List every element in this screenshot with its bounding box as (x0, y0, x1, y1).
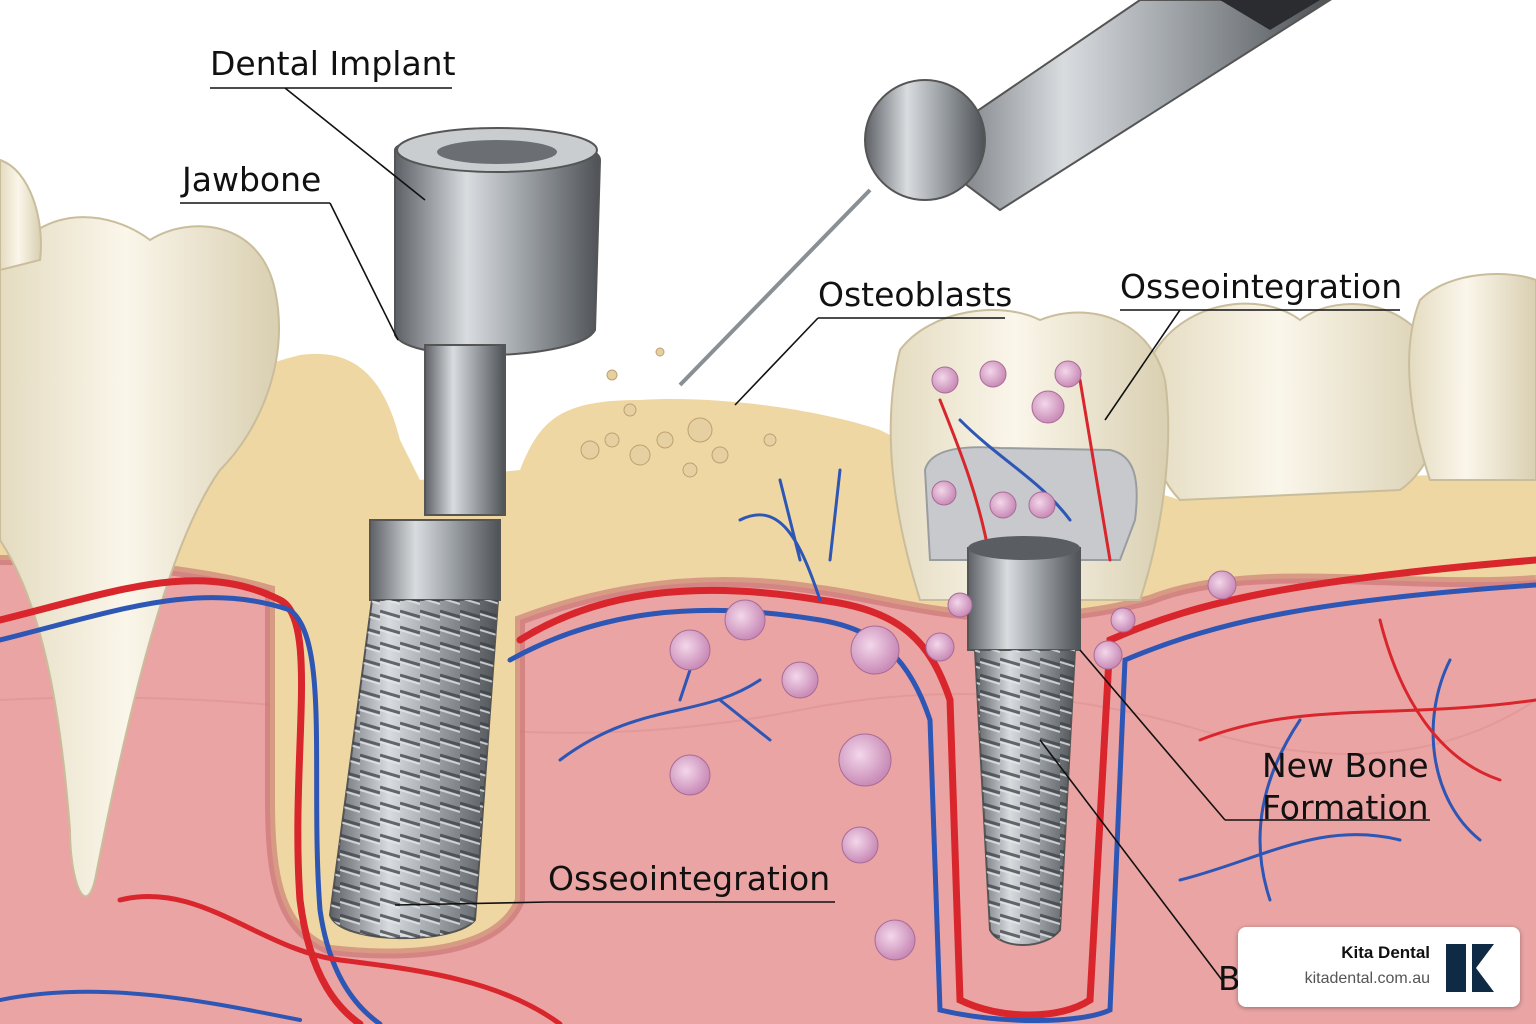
blood-vessels (0, 378, 1536, 1024)
label-new-bone-line2: Formation (1262, 788, 1429, 827)
bone-fragments (580, 347, 777, 478)
dental-drill-tool (678, 0, 1332, 387)
bone-cell (1031, 390, 1065, 424)
leader-lines (180, 87, 1430, 981)
natural-tooth-right-1 (1145, 302, 1444, 502)
bone-cortex (0, 555, 1536, 959)
bone-cell (989, 491, 1017, 519)
dental-implant-1 (328, 127, 602, 940)
bone-cell (1028, 491, 1056, 519)
label-osseointegration-top: Osseointegration (1120, 267, 1402, 306)
label-partial-b: B (1218, 959, 1241, 998)
brand-url[interactable]: kitadental.com.au (1304, 970, 1430, 987)
bone-cell (841, 826, 879, 864)
kita-k-monogram-icon (1446, 944, 1494, 992)
bone-cell (669, 629, 711, 671)
bone-cell (1054, 360, 1082, 388)
natural-tooth-left (0, 216, 280, 898)
bone-cell (838, 733, 892, 787)
osteoblast-cells (669, 360, 1237, 961)
label-jawbone: Jawbone (180, 160, 321, 199)
brand-badge[interactable]: Kita Dental kitadental.com.au (1238, 927, 1520, 1007)
natural-tooth-right-2 (1408, 273, 1536, 481)
natural-tooth-edge (0, 158, 42, 272)
bone-cell (1207, 570, 1237, 600)
label-new-bone-line1: New Bone (1262, 746, 1429, 785)
bone-cell (874, 919, 916, 961)
dental-implant-2 (967, 536, 1081, 946)
bone-cell (669, 754, 711, 796)
brand-name: Kita Dental (1341, 943, 1430, 962)
label-osseointegration-bottom: Osseointegration (548, 859, 830, 898)
bone-cell (781, 661, 819, 699)
bone-cell (979, 360, 1007, 388)
bone-cell (925, 632, 955, 662)
bone-cell (724, 599, 766, 641)
label-dental-implant: Dental Implant (210, 44, 456, 83)
bone-cell (947, 592, 973, 618)
label-osteoblasts: Osteoblasts (818, 275, 1012, 314)
bone-cell (931, 480, 957, 506)
bone-cell (850, 625, 900, 675)
bone-cell (1093, 640, 1123, 670)
bone-cell (931, 366, 959, 394)
bone-cell (1110, 607, 1136, 633)
